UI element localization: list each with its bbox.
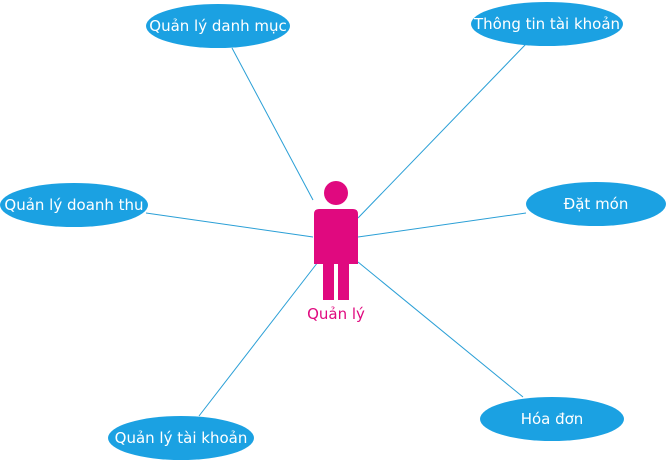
use-case-label: Quản lý doanh thu [4,196,143,214]
connectors [145,43,527,417]
connector-dat-mon [357,212,527,238]
connector-quan-ly-danh-muc [231,47,314,201]
use-case-ellipse[interactable] [526,182,666,226]
use-case-label: Quản lý tài khoản [115,429,248,447]
connector-quan-ly-tai-khoan [198,261,319,417]
use-case-label: Thông tin tài khoản [473,15,620,33]
use-case-quan-ly-doanh-thu[interactable]: Quản lý doanh thu [0,183,148,227]
use-case-label: Quản lý danh mục [149,17,286,35]
use-case-ellipse[interactable] [0,183,148,227]
connector-hoa-don [357,261,524,398]
use-case-ellipse[interactable] [471,2,623,46]
actor-icon [314,181,358,300]
actor-label: Quản lý [307,305,365,323]
connector-thong-tin-tai-khoan [357,43,527,219]
use-case-quan-ly-tai-khoan[interactable]: Quản lý tài khoản [108,416,254,460]
use-case-label: Đặt món [564,195,629,213]
use-case-label: Hóa đơn [521,410,584,428]
connector-quan-ly-doanh-thu [145,212,314,238]
use-case-quan-ly-danh-muc[interactable]: Quản lý danh mục [146,4,290,48]
use-case-hoa-don[interactable]: Hóa đơn [480,397,624,441]
use-case-ellipse[interactable] [108,416,254,460]
use-case-dat-mon[interactable]: Đặt món [526,182,666,226]
use-case-thong-tin-tai-khoan[interactable]: Thông tin tài khoản [471,2,623,46]
use-case-ellipse[interactable] [480,397,624,441]
actor-quan-ly[interactable]: Quản lý [307,181,365,323]
use-case-ellipse[interactable] [146,4,290,48]
